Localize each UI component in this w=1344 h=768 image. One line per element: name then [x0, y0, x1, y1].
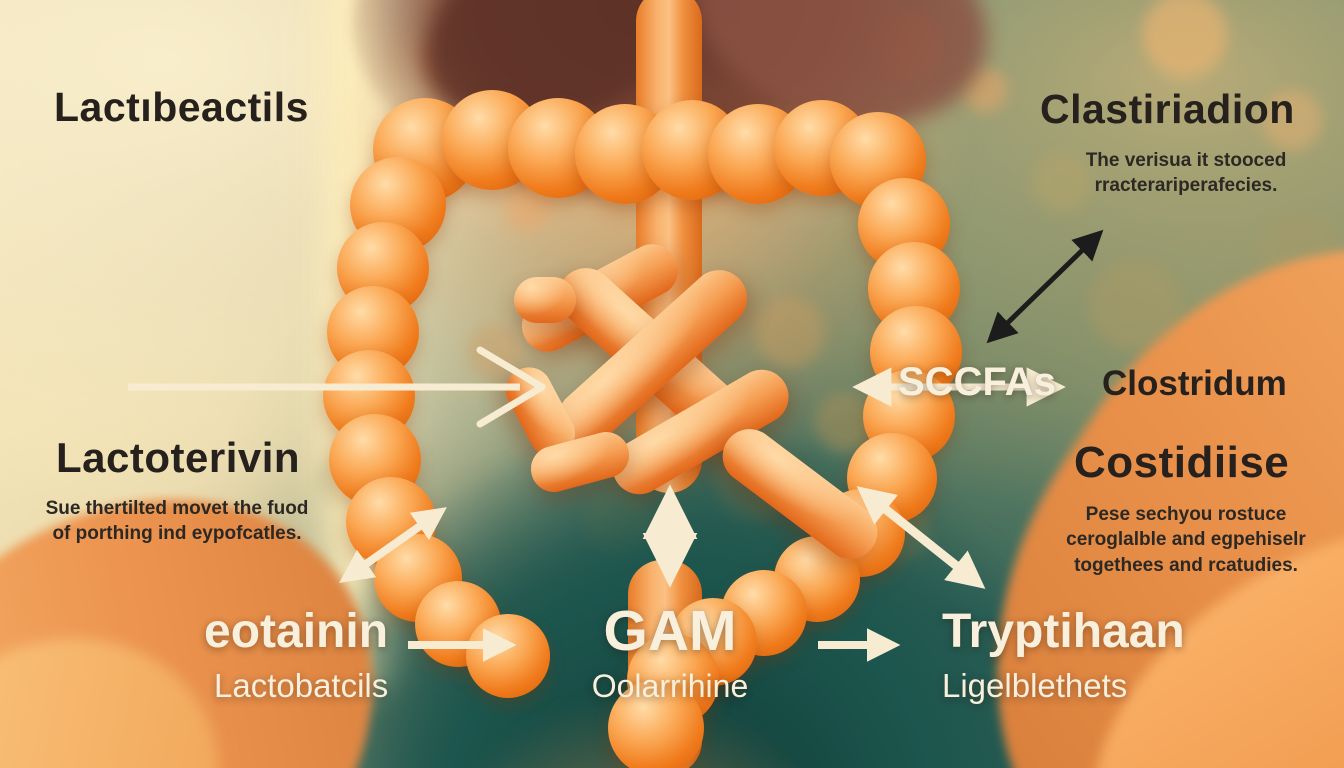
label-block-gam: GAM Oolarrihine — [560, 598, 780, 705]
label-block-eotainin: eotainin Lactobatcils — [204, 604, 388, 705]
arrow-gut-to-tryptihaan-double — [856, 486, 986, 589]
caption-line: togethees and rcatudies. — [1074, 554, 1298, 576]
caption-line: of porthing ind eypofcatles. — [52, 523, 302, 545]
label-sccfas: SCCFAs — [898, 360, 1056, 404]
caption-line: Pese sechyou rostuce — [1085, 504, 1287, 525]
label-clastiriadion: Clastiriadion — [1040, 86, 1295, 132]
label-lactoterivin: Lactoterivin — [56, 434, 301, 481]
small-intestine-rod — [514, 277, 576, 323]
label-clostridum: Clostridum — [1102, 364, 1287, 403]
label-eotainin: eotainin — [204, 605, 389, 658]
bokeh-dot — [1032, 152, 1092, 212]
label-tryptihaan: Tryptihaan — [942, 605, 1185, 658]
caption-line: ceroglalble and egpehiselr — [1066, 529, 1306, 551]
label-gam: GAM — [603, 599, 737, 663]
label-block-tryptihaan: Tryptihaan Ligelblethets — [942, 604, 1185, 705]
bokeh-dot — [1262, 90, 1322, 150]
label-costidiise: Costidiise — [1074, 438, 1290, 487]
label-costidiise-caption: Pese sechyou rostuce ceroglalble and egp… — [1040, 502, 1332, 578]
label-ligelblethets: Ligelblethets — [942, 667, 1128, 704]
label-lactobatcils: Lactobatcils — [214, 667, 389, 704]
arrow-clastiriadion-double — [986, 229, 1104, 344]
colon-segment — [608, 680, 704, 768]
caption-line: Sue thertilted movet the fuod — [45, 498, 309, 519]
caption-line: The verisua it stooced — [1085, 150, 1287, 171]
arrow-lactoterivin-to-gut — [128, 346, 546, 428]
caption-line: rracterariperafecies. — [1094, 175, 1278, 197]
arrow-eotainin-to-gut-double — [339, 507, 447, 583]
label-clastiriadion-caption: The verisua it stooced rracterariperafec… — [1036, 148, 1336, 199]
label-lactibeactils: Lactıbeactils — [54, 84, 309, 130]
label-lactoterivin-caption: Sue thertilted movet the fuod of porthin… — [34, 496, 320, 547]
label-oolarrihine: Oolarrihine — [591, 668, 749, 704]
bokeh-dot — [1142, 0, 1228, 78]
